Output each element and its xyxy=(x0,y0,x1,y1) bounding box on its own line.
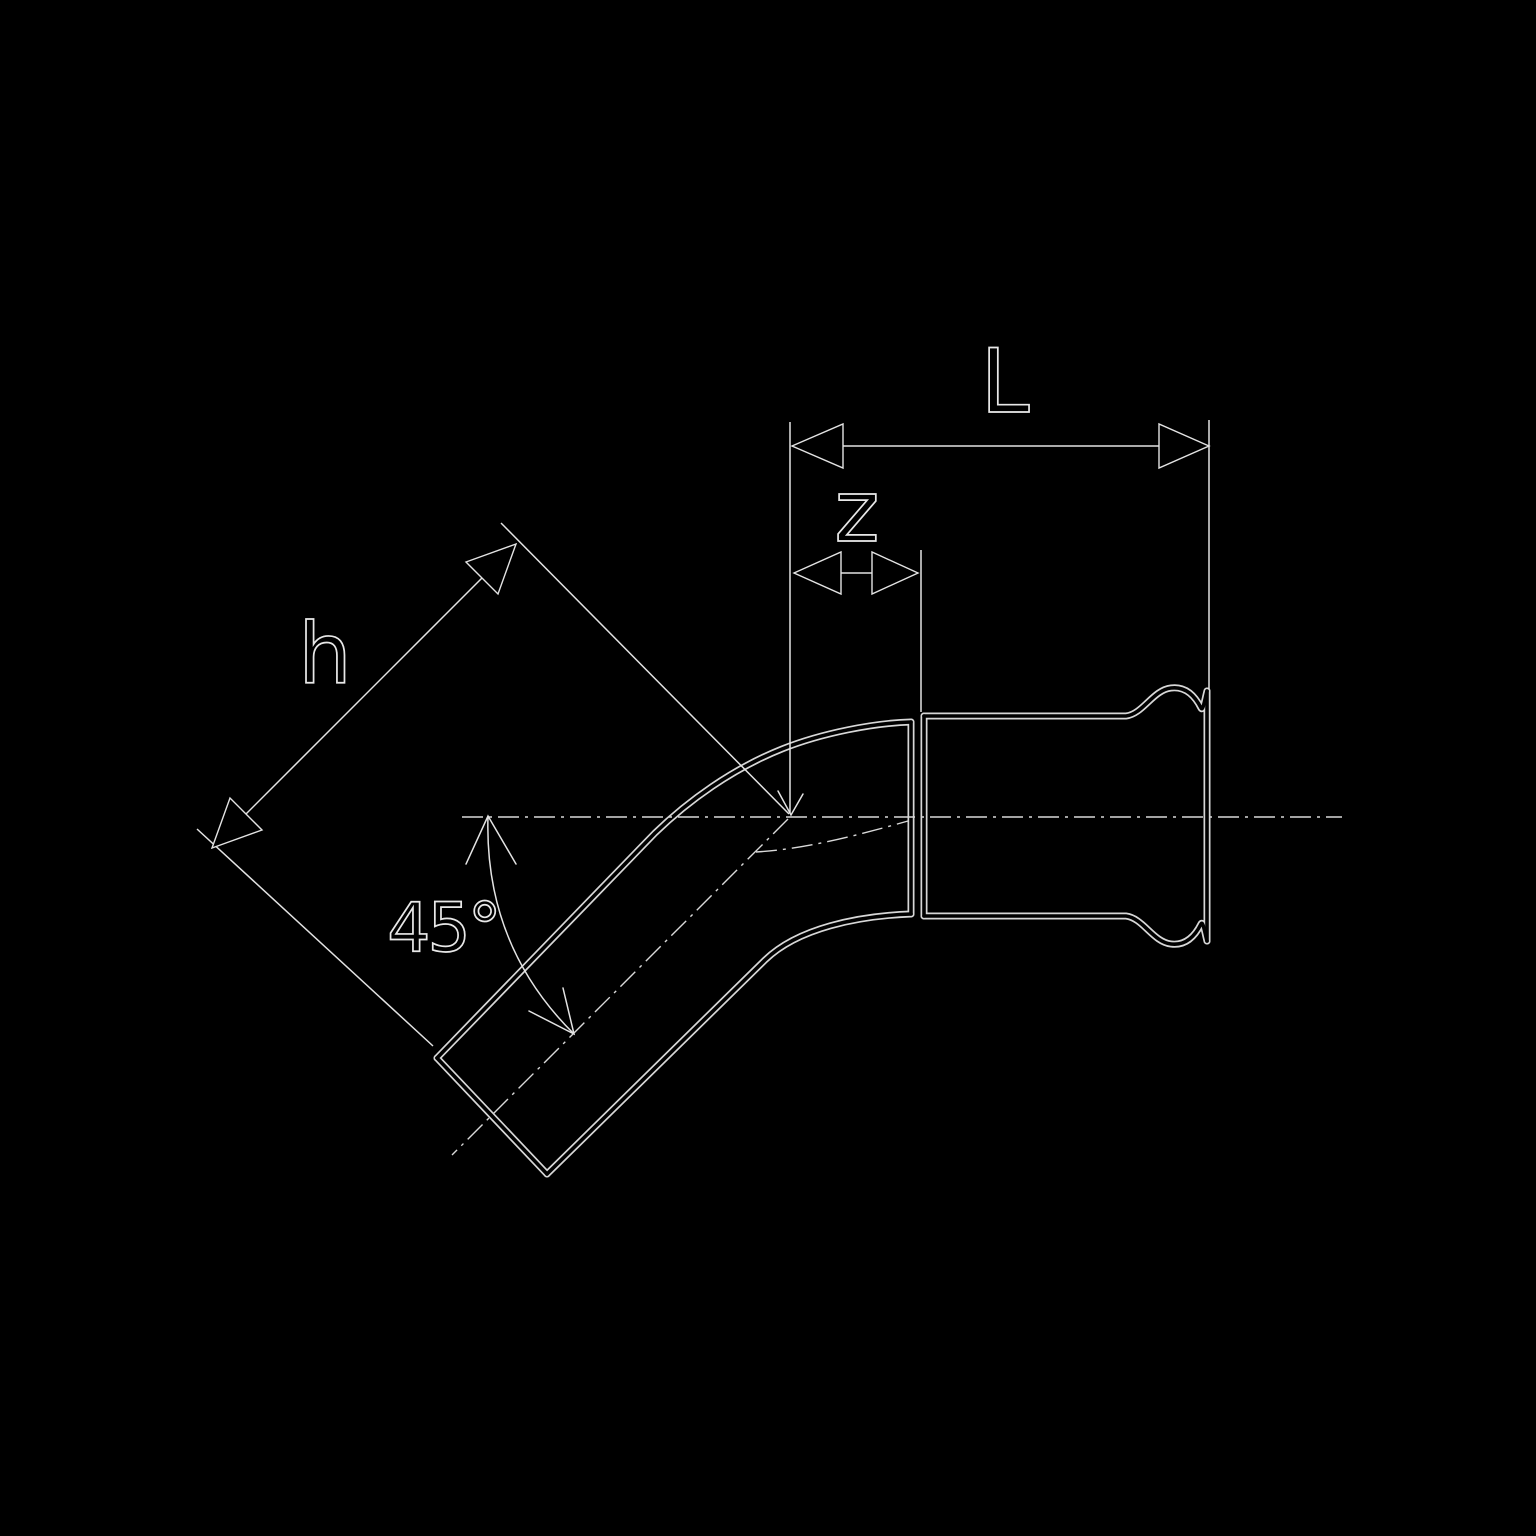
dimension-z: z xyxy=(792,461,922,712)
fitting-body-outline xyxy=(437,688,1207,1174)
socket-top-outline xyxy=(924,688,1207,716)
spigot-end-face-core xyxy=(435,1056,549,1176)
angle-arc-arrow-top xyxy=(465,814,517,865)
angle-arc-arrow-bottom xyxy=(528,987,576,1036)
label-L: L xyxy=(980,330,1029,433)
label-z: z xyxy=(834,462,879,562)
bend-top-outline xyxy=(437,722,911,1058)
centerlines xyxy=(451,816,1342,1156)
bend-top-outline-core xyxy=(435,720,913,1060)
dimension-h: h xyxy=(196,522,790,1047)
centerline-inclined xyxy=(451,818,789,1156)
label-angle-45: 45° xyxy=(387,889,499,968)
h-arrowhead-top xyxy=(464,542,518,596)
h-extension-line-upper xyxy=(500,522,790,815)
L-arrowhead-right xyxy=(1158,422,1211,470)
bend-bottom-outline-core xyxy=(545,912,913,1176)
z-arrowhead-right xyxy=(871,550,920,596)
centerline-bend-transition xyxy=(755,820,909,853)
angle-dimension-45: 45° xyxy=(386,814,576,1036)
dimension-L: L xyxy=(777,329,1211,817)
label-h: h xyxy=(298,605,351,703)
h-extension-line-lower xyxy=(196,828,434,1047)
h-dimension-line xyxy=(211,543,517,849)
axis-intersection-arrow xyxy=(777,790,804,817)
L-arrowhead-left xyxy=(790,422,844,470)
angle-arc xyxy=(487,815,575,1035)
socket-bottom-outline xyxy=(924,916,1207,944)
z-arrowhead-left xyxy=(792,550,842,596)
bend-bottom-outline xyxy=(547,914,911,1174)
h-arrowhead-bottom xyxy=(210,796,264,850)
